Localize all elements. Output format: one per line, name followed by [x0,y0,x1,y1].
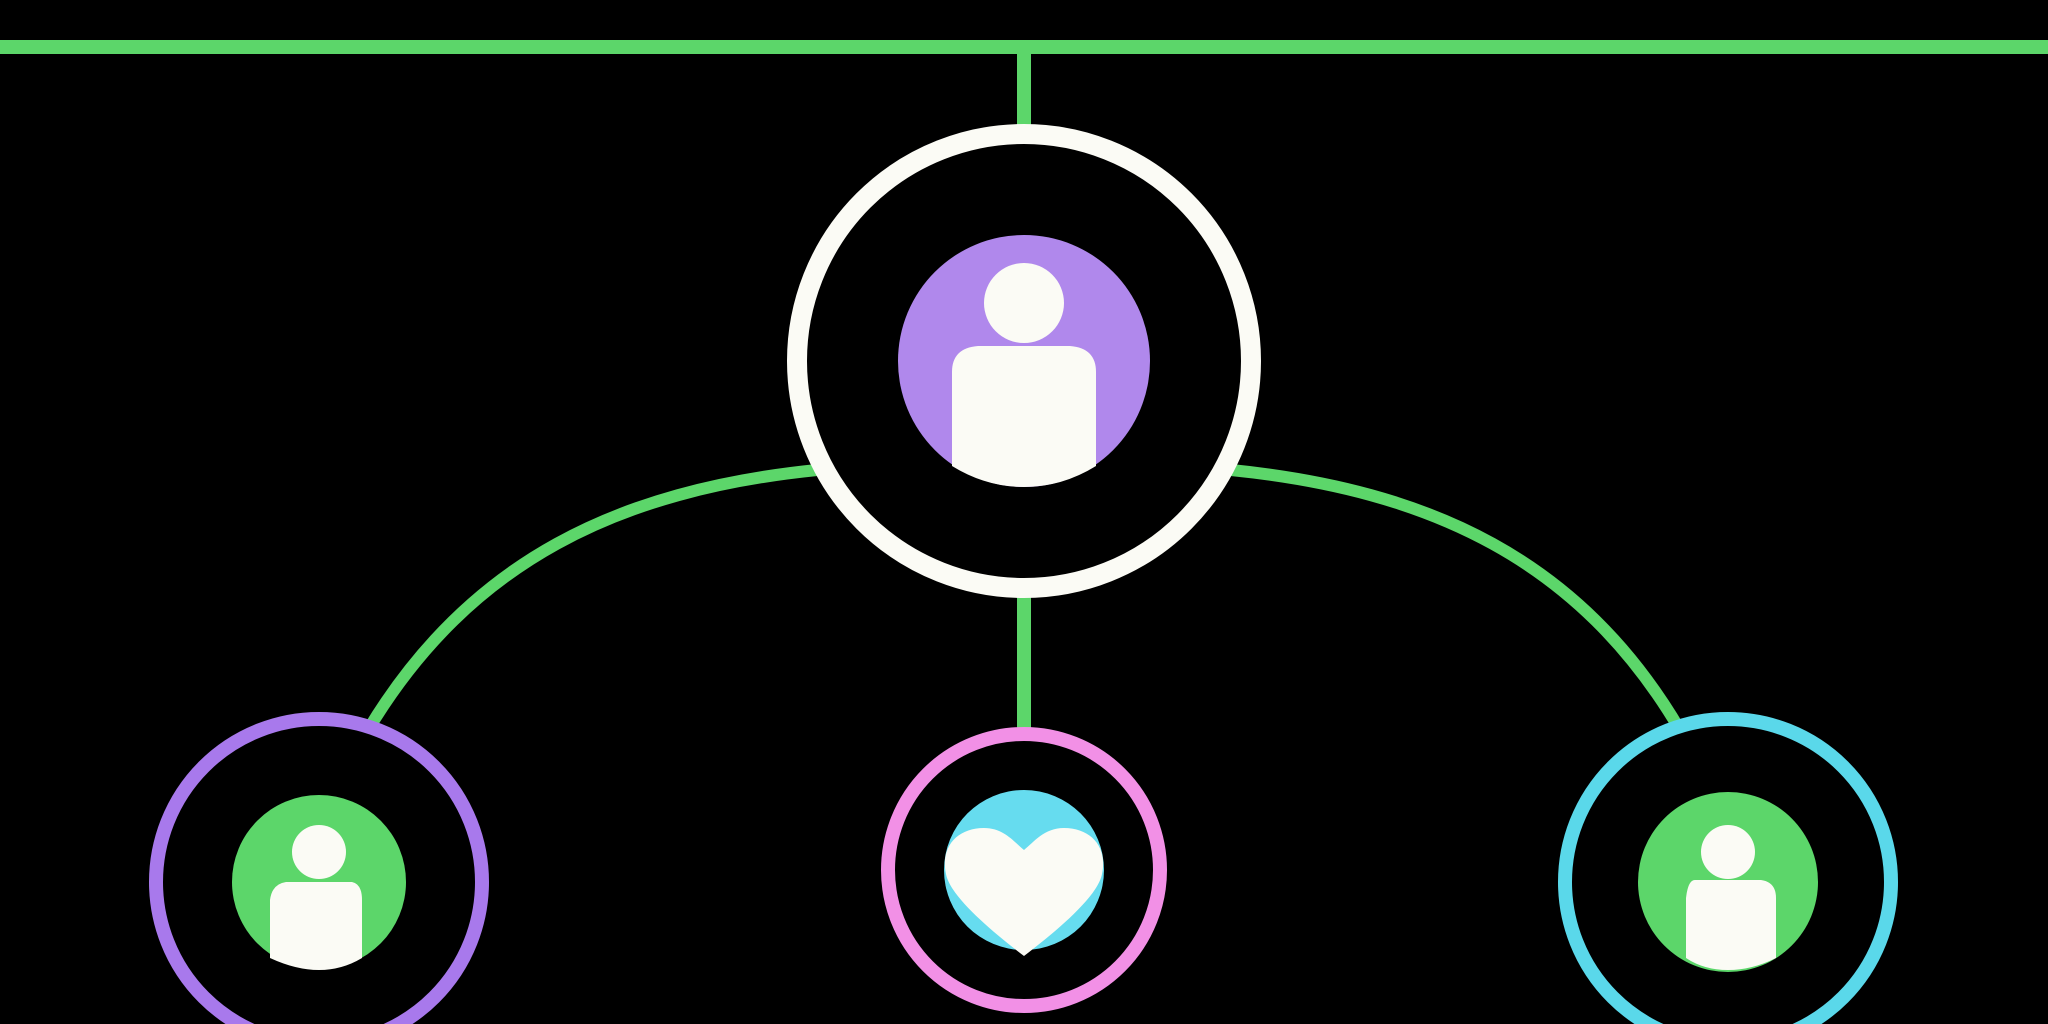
person-icon [952,263,1096,487]
connector-parent-to-right [1230,464,1686,734]
person-icon [270,825,362,970]
node-child-center[interactable] [881,727,1167,1013]
connectors [0,40,2048,735]
connector-parent-to-left [362,464,818,734]
heart-icon [944,828,1104,956]
person-icon [1686,825,1776,970]
node-parent[interactable] [787,124,1261,598]
node-child-right[interactable] [1558,712,1898,1024]
node-child-left[interactable] [149,712,489,1024]
